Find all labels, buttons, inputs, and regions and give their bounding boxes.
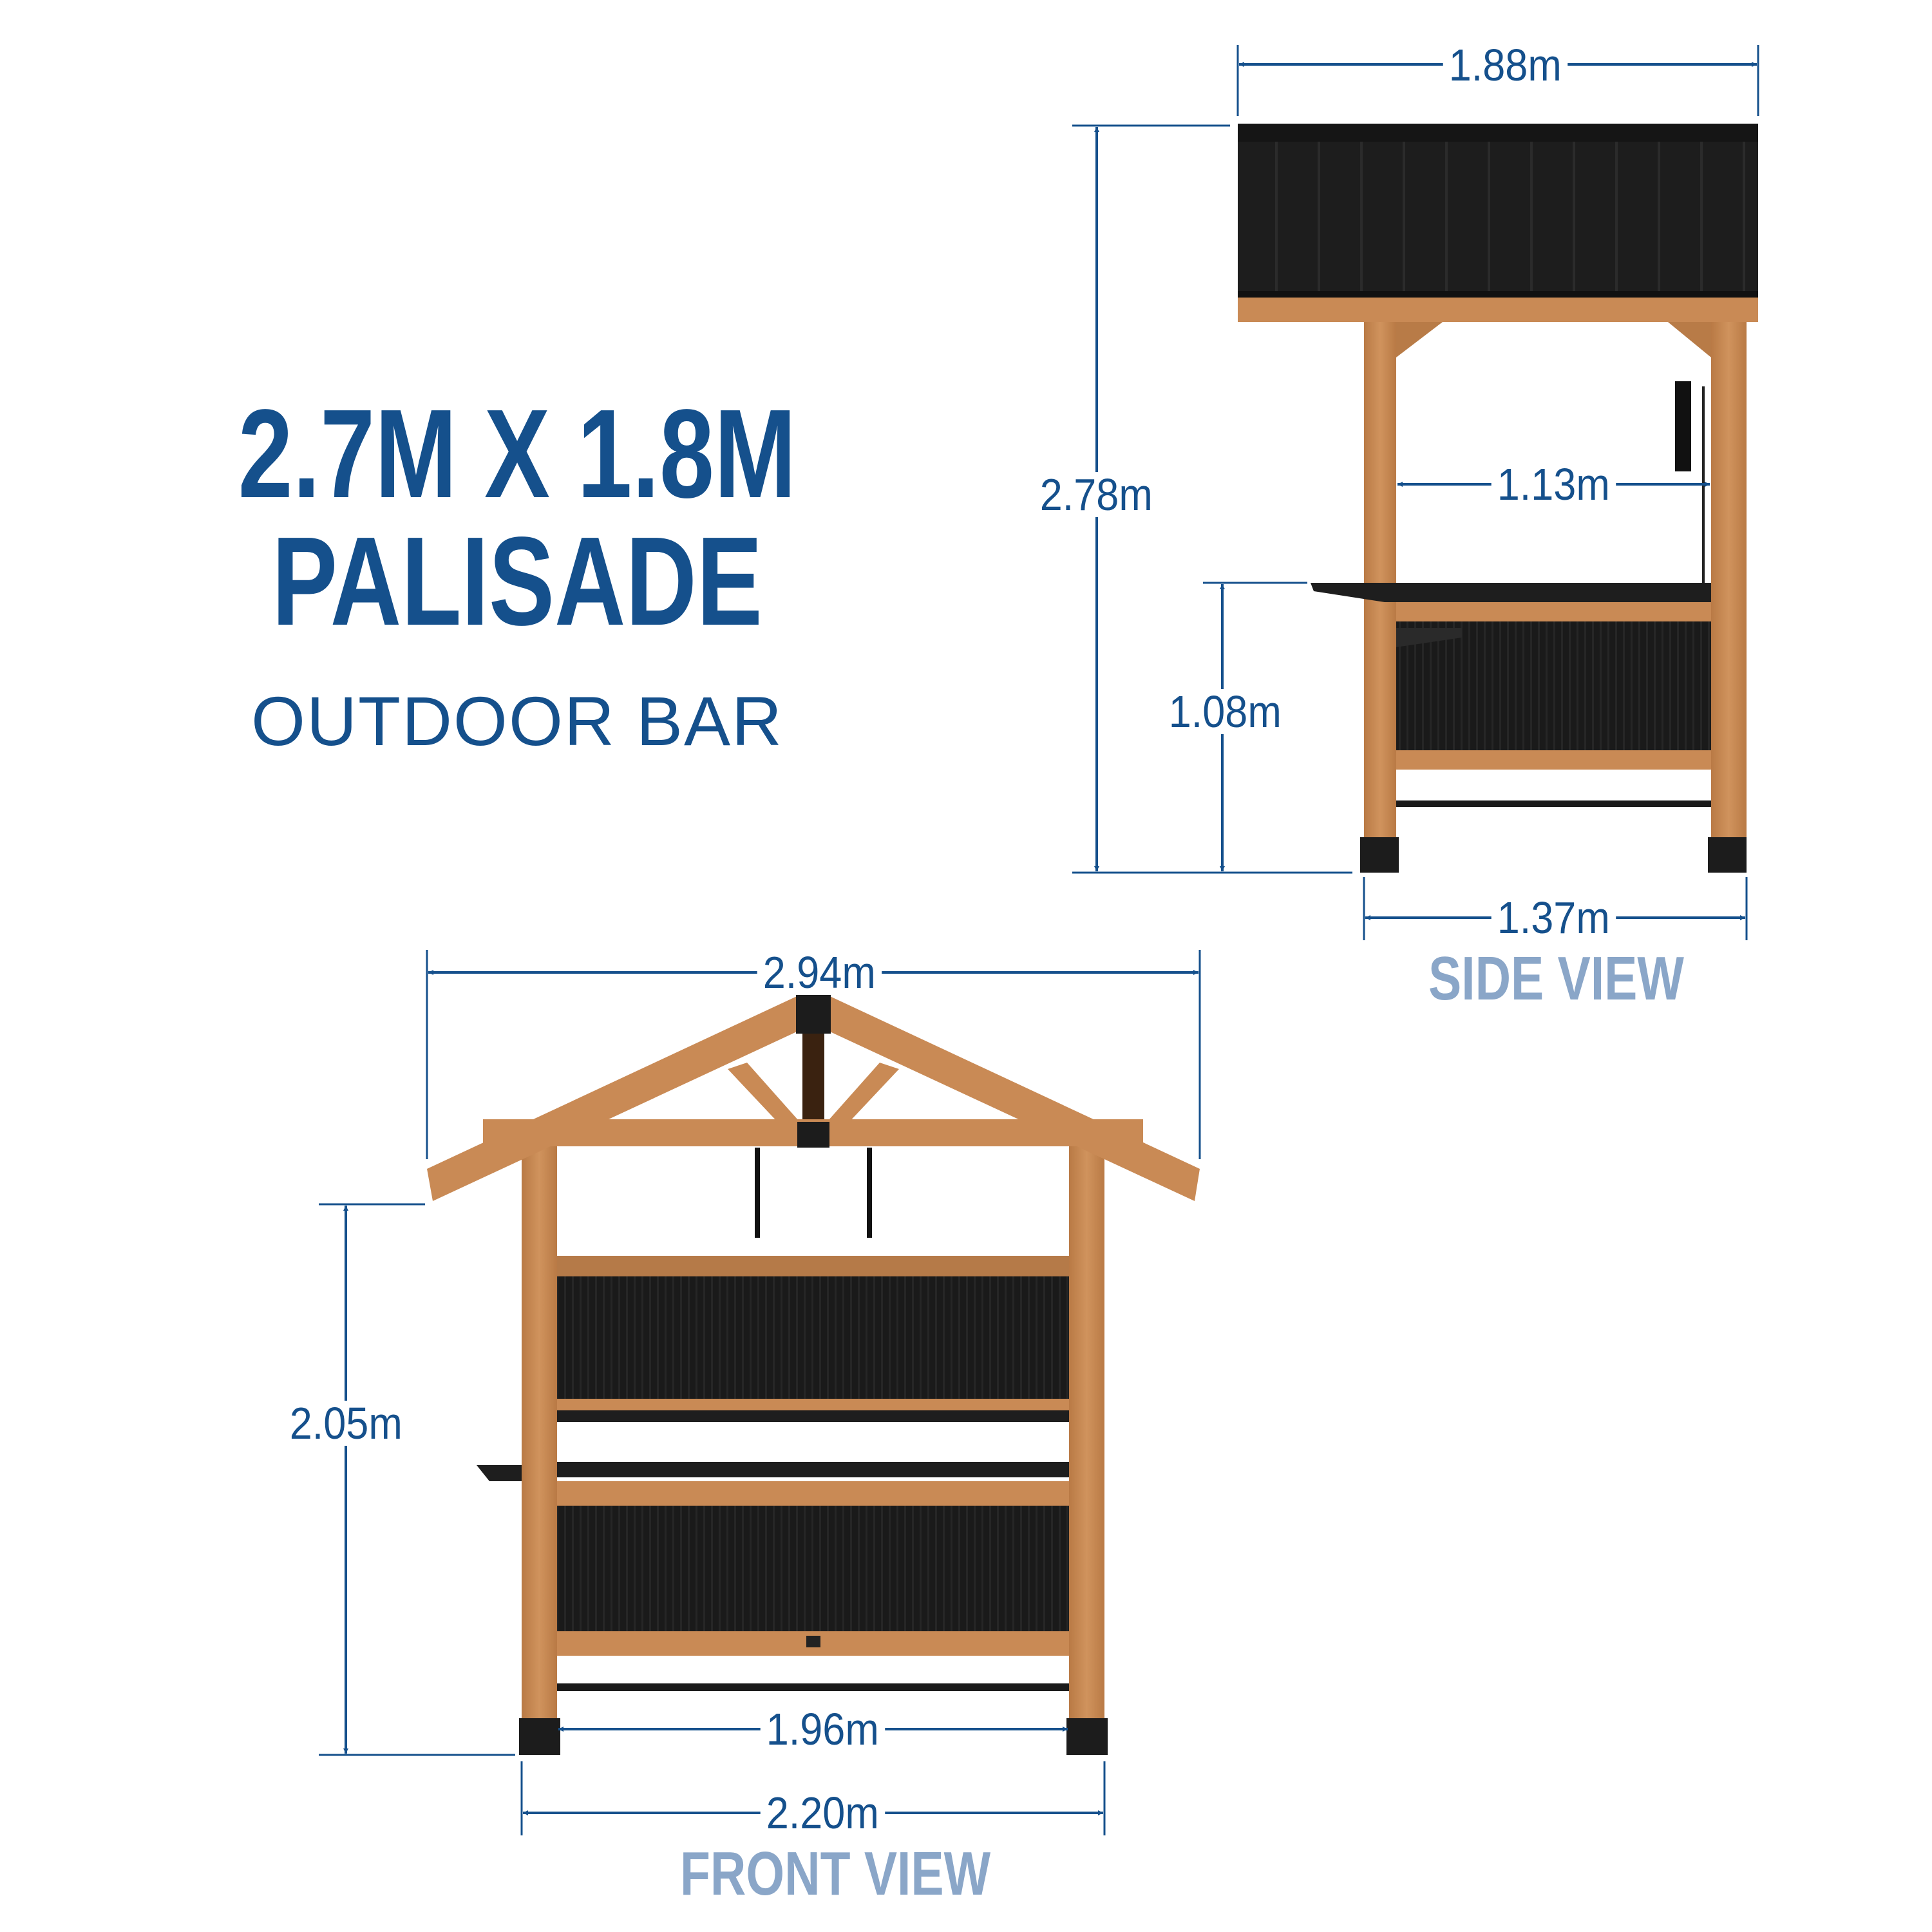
- side-post-right: [1711, 322, 1747, 850]
- title-size: 2.7M X 1.8M: [238, 383, 797, 524]
- side-roof-beam: [1238, 298, 1758, 322]
- front-counter: [557, 1462, 1069, 1477]
- title-subtitle: OUTDOOR BAR: [251, 682, 784, 760]
- side-dim-inner-width: 1.13m: [1491, 462, 1616, 507]
- side-counter: [1311, 583, 1711, 602]
- side-lower-panel: [1396, 621, 1711, 750]
- side-dim-post-width: 1.37m: [1491, 895, 1616, 940]
- side-view-label: SIDE VIEW: [1428, 944, 1684, 1013]
- front-dim-inner-width: 1.96m: [760, 1707, 885, 1752]
- front-dim-post-width: 2.20m: [760, 1790, 885, 1835]
- title-name: PALISADE: [272, 511, 762, 652]
- side-dim-roof-width: 1.88m: [1443, 43, 1567, 88]
- front-post-left: [522, 1146, 557, 1752]
- front-upper-panel: [557, 1276, 1069, 1399]
- front-lower-panel: [557, 1506, 1069, 1631]
- front-dim-eave-height: 2.05m: [283, 1401, 408, 1446]
- side-dim-counter-height: 1.08m: [1162, 689, 1287, 734]
- front-dim-roof-width: 2.94m: [757, 950, 882, 995]
- front-view-drawing: [319, 950, 1201, 1835]
- front-shelf: [557, 1410, 1069, 1422]
- side-roof-panel: [1238, 124, 1758, 299]
- front-view-label: FRONT VIEW: [680, 1839, 991, 1908]
- front-post-right: [1069, 1146, 1104, 1752]
- side-dim-total-height: 2.78m: [1034, 472, 1159, 517]
- side-view-drawing: [1072, 45, 1759, 940]
